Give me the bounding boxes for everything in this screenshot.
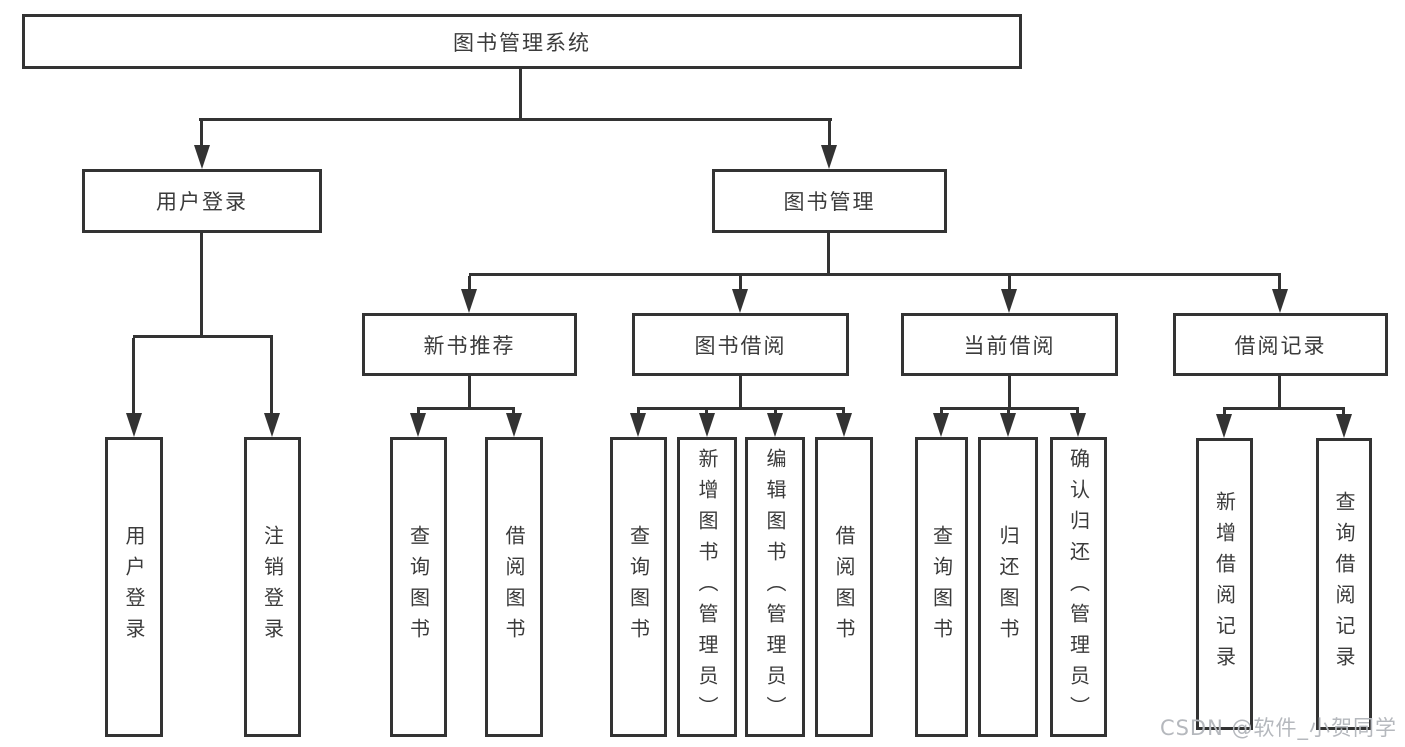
node-borrow-record: 借阅记录 [1173, 313, 1388, 376]
connector-line [1223, 407, 1345, 410]
connector-line [774, 410, 777, 415]
leaf-borrow-edit-book-admin: 编辑图书（管理员） [745, 437, 805, 737]
arrowhead-down-icon [410, 413, 426, 437]
connector-line [739, 376, 742, 407]
leaf-label: 新增图书（管理员） [695, 447, 719, 727]
leaf-label: 借阅图书 [832, 525, 856, 649]
connector-line [200, 233, 203, 335]
connector-line [469, 273, 1281, 276]
connector-line [199, 118, 832, 121]
node-root: 图书管理系统 [22, 14, 1022, 69]
connector-line [512, 410, 515, 415]
leaf-borrow-query-book: 查询图书 [610, 437, 667, 737]
leaf-record-add-borrow-record: 新增借阅记录 [1196, 438, 1253, 730]
connector-line [417, 410, 420, 415]
arrowhead-down-icon [1216, 414, 1232, 438]
arrowhead-down-icon [1000, 413, 1016, 437]
leaf-borrow-borrow-book: 借阅图书 [815, 437, 873, 737]
csdn-watermark: CSDN @软件_小贺同学 [1159, 716, 1397, 740]
connector-line [828, 121, 831, 147]
arrowhead-down-icon [264, 413, 280, 437]
node-book-management: 图书管理 [712, 169, 947, 233]
arrowhead-down-icon [630, 413, 646, 437]
leaf-newbook-query-book: 查询图书 [390, 437, 447, 737]
connector-line [519, 69, 522, 118]
leaf-label: 查询借阅记录 [1332, 491, 1356, 677]
arrowhead-down-icon [836, 413, 852, 437]
connector-line [940, 410, 943, 415]
connector-line [1342, 410, 1345, 415]
connector-line [270, 338, 273, 415]
arrowhead-down-icon [506, 413, 522, 437]
connector-line [1223, 410, 1226, 415]
connector-line [739, 276, 742, 291]
leaf-label: 归还图书 [996, 525, 1020, 649]
leaf-user-login: 用户登录 [105, 437, 163, 737]
leaf-label: 查询图书 [626, 525, 651, 649]
connector-line [637, 407, 845, 410]
connector-line [417, 407, 515, 410]
connector-line [940, 407, 1079, 410]
arrowhead-down-icon [732, 289, 748, 313]
connector-line [1007, 410, 1010, 415]
leaf-label: 新增借阅记录 [1212, 491, 1237, 677]
leaf-label: 查询图书 [406, 525, 431, 649]
leaf-label: 编辑图书（管理员） [763, 447, 787, 727]
connector-line [1076, 410, 1079, 415]
arrowhead-down-icon [933, 413, 949, 437]
arrowhead-down-icon [767, 413, 783, 437]
arrowhead-down-icon [461, 289, 477, 313]
arrowhead-down-icon [1070, 413, 1086, 437]
leaf-current-confirm-return-admin: 确认归还（管理员） [1050, 437, 1107, 737]
arrowhead-down-icon [126, 413, 142, 437]
arrowhead-down-icon [194, 145, 210, 169]
node-book-borrow: 图书借阅 [632, 313, 849, 376]
connector-line [133, 335, 273, 338]
leaf-current-query-book: 查询图书 [915, 437, 968, 737]
node-current-borrow: 当前借阅 [901, 313, 1118, 376]
leaf-newbook-borrow-book: 借阅图书 [485, 437, 543, 737]
leaf-label: 查询图书 [929, 525, 954, 649]
leaf-label: 借阅图书 [502, 525, 526, 649]
leaf-record-query-borrow-record: 查询借阅记录 [1316, 438, 1372, 730]
connector-line [1008, 276, 1011, 291]
arrowhead-down-icon [699, 413, 715, 437]
connector-line [842, 410, 845, 415]
leaf-label: 确认归还（管理员） [1066, 447, 1091, 727]
connector-line [132, 338, 135, 415]
leaf-borrow-add-book-admin: 新增图书（管理员） [677, 437, 737, 737]
arrowhead-down-icon [1001, 289, 1017, 313]
connector-line [705, 410, 708, 415]
leaf-label: 注销登录 [260, 525, 285, 649]
connector-line [1278, 376, 1281, 407]
connector-line [200, 121, 203, 147]
leaf-logout: 注销登录 [244, 437, 301, 737]
connector-line [1278, 276, 1281, 291]
arrowhead-down-icon [1336, 414, 1352, 438]
leaf-current-return-book: 归还图书 [978, 437, 1038, 737]
connector-line [1008, 376, 1011, 407]
connector-line [468, 376, 471, 407]
node-new-book-recommend: 新书推荐 [362, 313, 577, 376]
arrowhead-down-icon [1272, 289, 1288, 313]
connector-line [468, 276, 471, 291]
arrowhead-down-icon [821, 145, 837, 169]
connector-line [827, 233, 830, 273]
node-user-login: 用户登录 [82, 169, 322, 233]
leaf-label: 用户登录 [122, 525, 146, 649]
connector-line [637, 410, 640, 415]
